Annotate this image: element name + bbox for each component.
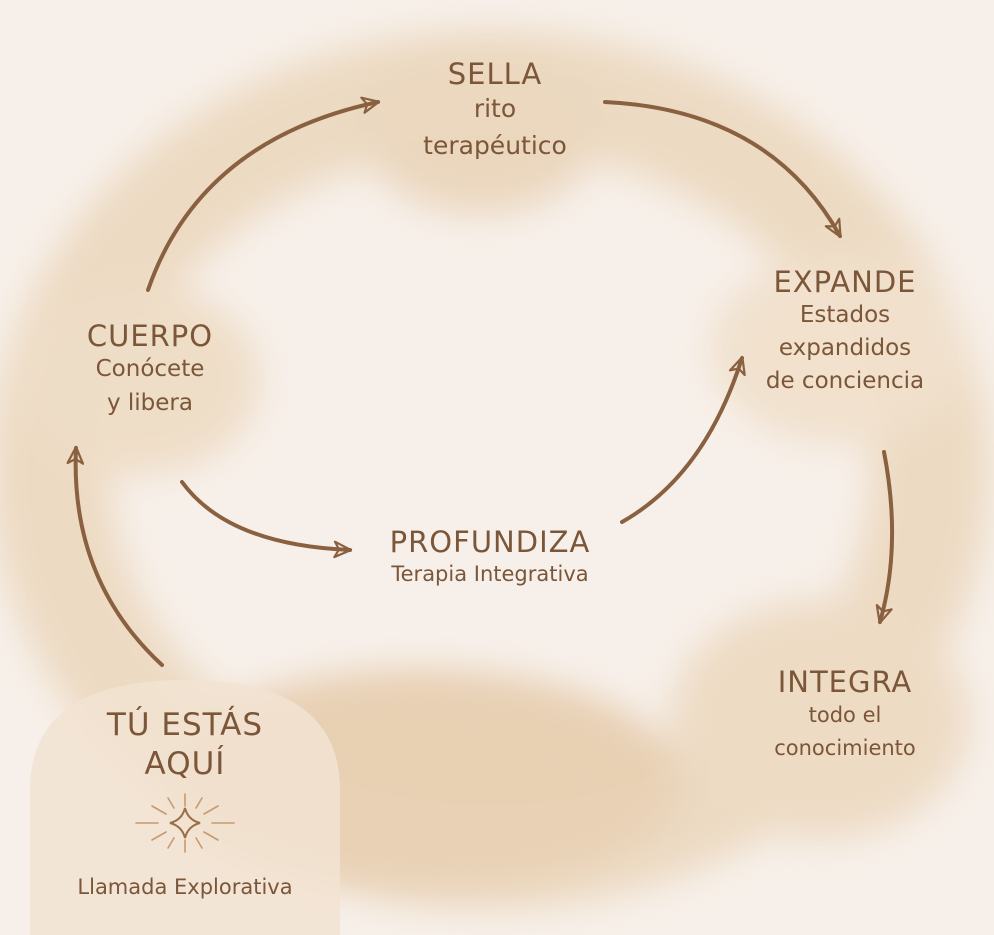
stage-expande-subtitle: Estados expandidos de conciencia	[765, 302, 925, 394]
stage-profundiza-subtitle: Terapia Integrativa	[391, 562, 589, 587]
stage-cuerpo-subtitle: Conócete y libera	[95, 356, 205, 416]
stage-expande: EXPANDE Estados expandidos de conciencia	[740, 265, 950, 397]
stage-cuerpo: CUERPO Conócete y libera	[60, 319, 240, 420]
stage-sella: SELLA rito terapéutico	[390, 57, 600, 164]
stage-expande-title: EXPANDE	[773, 265, 917, 299]
arrow-sella-to-expande	[603, 100, 842, 239]
stage-integra-subtitle: todo el conocimiento	[774, 703, 916, 760]
stage-aqui-subtitle: Llamada Explorativa	[77, 874, 293, 899]
arrow-expande-to-integra	[875, 450, 895, 625]
stage-integra: INTEGRA todo el conocimiento	[740, 665, 950, 764]
stage-profundiza-title: PROFUNDIZA	[389, 525, 591, 559]
sparkle-star-icon	[135, 793, 235, 853]
stage-aqui-title: TÚ ESTÁS AQUÍ	[106, 707, 264, 782]
stage-cuerpo-title: CUERPO	[86, 319, 214, 353]
stage-profundiza: PROFUNDIZA Terapia Integrativa	[340, 525, 640, 590]
arrow-profundiza-to-expande	[620, 355, 746, 524]
stage-integra-title: INTEGRA	[777, 665, 913, 699]
arrow-cuerpo-to-sella	[146, 96, 381, 292]
arrow-aqui-to-cuerpo	[66, 445, 164, 667]
arrow-cuerpo-to-profundiza	[180, 480, 353, 559]
stage-aqui: TÚ ESTÁS AQUÍ Llamada Explorativa	[40, 706, 330, 902]
stage-sella-subtitle: rito terapéutico	[423, 94, 567, 160]
stage-sella-title: SELLA	[447, 57, 543, 91]
